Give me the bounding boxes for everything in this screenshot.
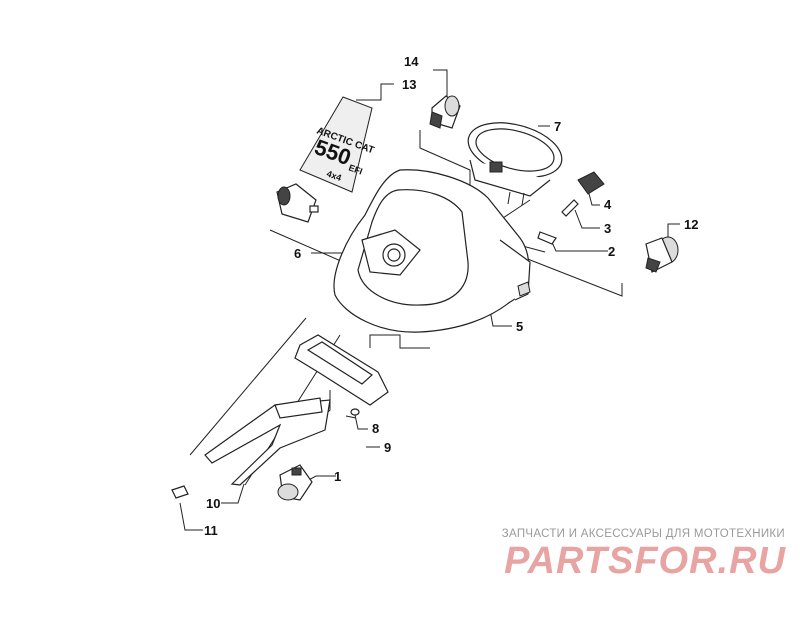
indicator-socket — [361, 229, 421, 276]
watermark-tagline: ЗАПЧАСТИ И АКСЕССУАРЫ ДЛЯ МОТОТЕХНИКИ — [501, 528, 785, 540]
watermark-logo: PARTSFOR.RU — [504, 540, 786, 582]
callout-10: 10 — [206, 496, 220, 511]
model-decal: ARCTIC CAT 550 EFI 4x4 — [299, 96, 375, 193]
mounting-bracket — [204, 397, 331, 486]
callout-11: 11 — [204, 523, 218, 538]
speedometer — [467, 122, 563, 206]
mounting-frame — [294, 334, 389, 406]
switch-knob — [577, 171, 605, 195]
screw-11 — [171, 485, 189, 499]
screw-9 — [345, 415, 357, 419]
callout-2: 2 — [608, 244, 615, 259]
callout-4: 4 — [604, 197, 612, 212]
indicator-light-14 — [429, 95, 461, 129]
instrument-pod-housing — [333, 169, 531, 333]
callout-1: 1 — [334, 469, 341, 484]
callout-13: 13 — [402, 77, 416, 92]
callout-5: 5 — [516, 319, 523, 334]
ignition-switch — [277, 464, 313, 501]
grommet-8 — [350, 408, 360, 416]
callout-12: 12 — [684, 217, 698, 232]
lamp-socket — [276, 183, 319, 223]
indicator-light-12 — [645, 236, 679, 273]
callout-3: 3 — [604, 221, 611, 236]
decal-drive: 4x4 — [325, 168, 343, 183]
callout-7: 7 — [554, 119, 561, 134]
callout-8: 8 — [372, 421, 379, 436]
callout-14: 14 — [404, 54, 419, 69]
callout-9: 9 — [384, 440, 391, 455]
clip-2 — [537, 231, 557, 245]
screw-3 — [561, 199, 579, 217]
decal-suffix: EFI — [347, 162, 364, 176]
callout-6: 6 — [294, 246, 301, 261]
callout-labels: 1 2 3 4 5 6 7 8 9 10 11 12 13 14 — [204, 54, 698, 538]
